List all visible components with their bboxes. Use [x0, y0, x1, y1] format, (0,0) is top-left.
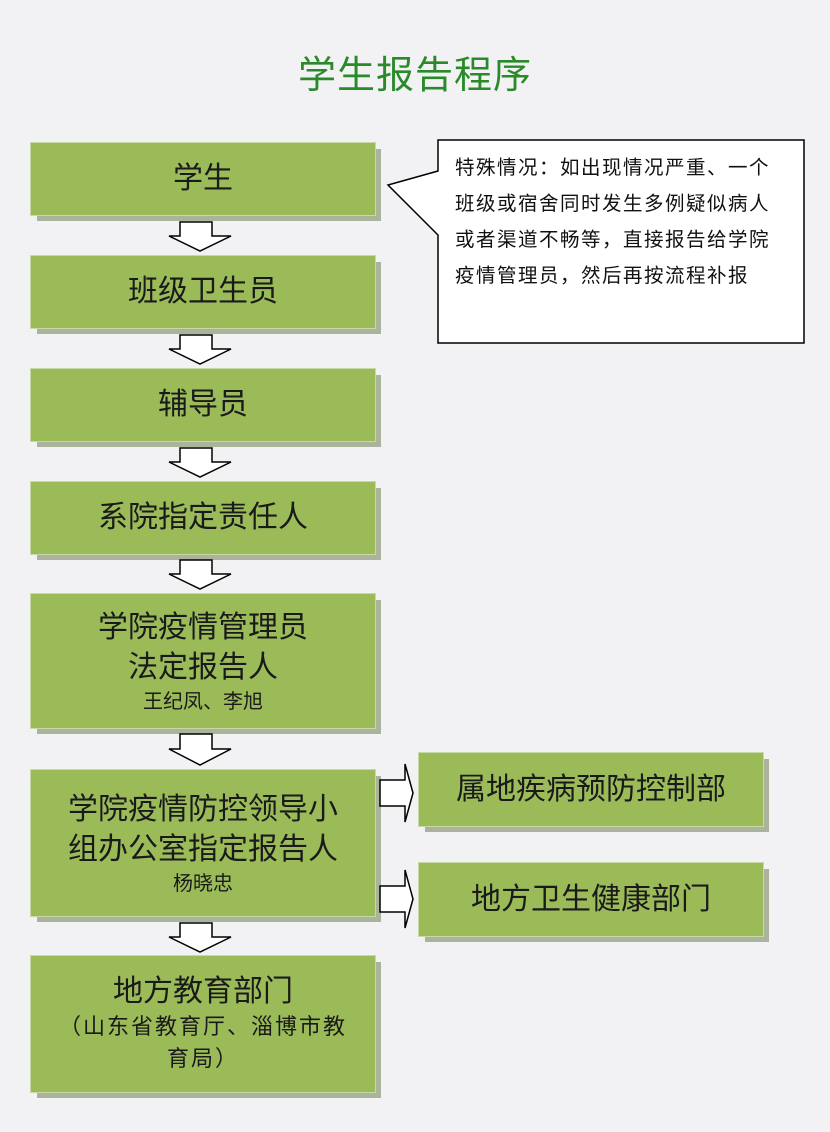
- page-title: 学生报告程序: [297, 53, 532, 97]
- box-names: 王纪凤、李旭: [143, 689, 263, 713]
- box-label: （山东省教育厅、淄博市教: [58, 1015, 347, 1040]
- down-arrow-icon: [168, 559, 232, 590]
- right-arrow-icon: [379, 763, 414, 823]
- box-names: 杨晓忠: [173, 871, 233, 895]
- box-label: 学院疫情防控领导小: [68, 792, 338, 827]
- down-arrow-icon: [168, 733, 232, 766]
- box-label: 辅导员: [158, 387, 248, 422]
- box-class-health: 班级卫生员: [30, 255, 376, 329]
- box-counselor: 辅导员: [30, 368, 376, 442]
- box-student: 学生: [30, 142, 376, 216]
- box-label: 地方卫生健康部门: [471, 881, 711, 917]
- box-college-manager: 学院疫情管理员 法定报告人 王纪凤、李旭: [30, 593, 376, 729]
- box-label: 班级卫生员: [128, 274, 278, 309]
- box-leading-group: 学院疫情防控领导小 组办公室指定报告人 杨晓忠: [30, 769, 376, 917]
- callout-text: 特殊情况：如出现情况严重、一个班级或宿舍同时发生多例疑似病人或者渠道不畅等，直接…: [455, 156, 771, 287]
- box-label: 地方教育部门: [113, 974, 293, 1009]
- down-arrow-icon: [168, 221, 232, 252]
- callout-bubble: [386, 139, 805, 344]
- box-label: 育局）: [166, 1047, 239, 1072]
- box-health: 地方卫生健康部门: [418, 862, 764, 937]
- box-label: 学生: [173, 161, 233, 196]
- box-label: 组办公室指定报告人: [68, 832, 338, 867]
- box-dept-responsible: 系院指定责任人: [30, 481, 376, 555]
- box-label: 学院疫情管理员: [98, 610, 308, 645]
- right-arrow-icon: [379, 869, 414, 929]
- box-local-education: 地方教育部门 （山东省教育厅、淄博市教 育局）: [30, 955, 376, 1093]
- down-arrow-icon: [168, 922, 232, 953]
- down-arrow-icon: [168, 334, 232, 365]
- box-label: 系院指定责任人: [98, 500, 308, 535]
- box-label: 法定报告人: [128, 650, 278, 685]
- box-label: 属地疾病预防控制部: [456, 771, 726, 807]
- down-arrow-icon: [168, 447, 232, 478]
- box-cdc: 属地疾病预防控制部: [418, 752, 764, 827]
